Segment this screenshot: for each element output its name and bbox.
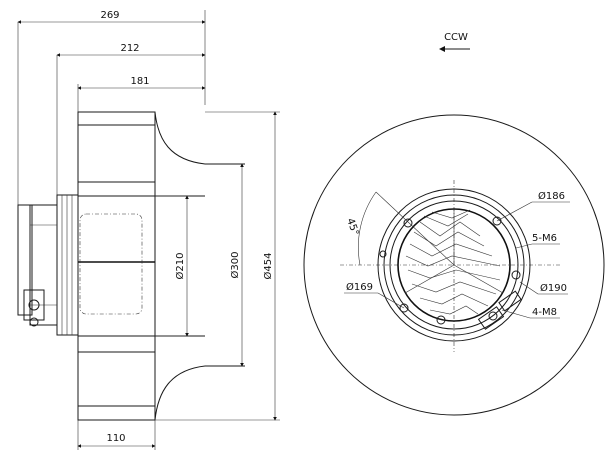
cable-connector	[477, 290, 522, 330]
bolt-hole-icon	[436, 315, 446, 325]
dim-4m8-label: 4-M8	[532, 307, 557, 318]
dim-d300-label: Ø300	[229, 252, 241, 279]
bolt-hole-icon	[379, 250, 387, 258]
dim-269: 269	[17, 10, 206, 24]
dim-181: 181	[77, 76, 206, 90]
motor-fin-pattern	[404, 209, 504, 315]
impeller-outer-circle	[303, 114, 605, 416]
dim-d210-label: Ø210	[174, 253, 186, 280]
dim-d300: Ø300	[229, 163, 244, 367]
bolt-hole-icon	[403, 218, 413, 228]
dim-212-label: 212	[120, 43, 139, 54]
dim-d169-label: Ø169	[346, 281, 373, 293]
side-view: 269 212 181 110	[17, 10, 280, 450]
bolt-hole-icon	[511, 270, 521, 280]
front-view: CCW	[303, 32, 605, 416]
motor-side	[17, 194, 79, 336]
motor-ring-outer	[377, 188, 531, 342]
dim-d190-label: Ø190	[540, 282, 567, 294]
bolt-hole-icon	[399, 303, 409, 313]
bolt-hole-icon	[488, 311, 498, 321]
dim-181-label: 181	[130, 76, 149, 87]
dim-d210: Ø210	[174, 195, 189, 337]
impeller-side	[77, 111, 245, 421]
dim-d454-label: Ø454	[262, 253, 274, 280]
dim-5m6-label: 5-M6	[532, 233, 557, 244]
dim-212: 212	[56, 43, 206, 57]
bolt-hole-icon	[492, 216, 502, 226]
dim-d454: Ø454	[155, 111, 280, 421]
angle-45-label: 45°	[344, 217, 360, 237]
dim-110-label: 110	[106, 433, 125, 444]
dim-269-label: 269	[100, 10, 119, 21]
dim-d186-label: Ø186	[538, 190, 565, 202]
dim-110: 110	[77, 433, 156, 448]
rotation-label: CCW	[444, 32, 468, 43]
